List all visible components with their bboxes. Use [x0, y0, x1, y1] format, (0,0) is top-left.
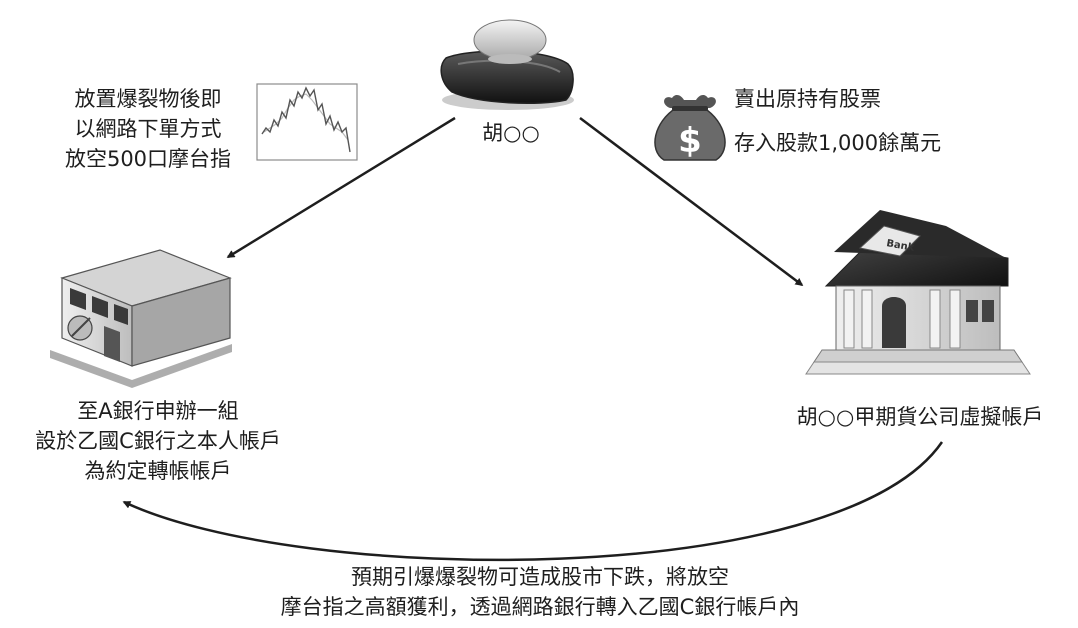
bank-a-caption: 至A銀行申辦一組 設於乙國C銀行之本人帳戶 為約定轉帳帳戶 [18, 396, 298, 486]
note-line: 放置爆裂物後即 [74, 87, 222, 111]
arrow-person-to-bank-a [226, 116, 456, 259]
person-hat-icon [440, 19, 574, 110]
bottom-caption: 預期引爆爆裂物可造成股市下跌，將放空 摩台指之高額獲利，透過網路銀行轉入乙國C銀… [200, 562, 880, 622]
caption-line: 至A銀行申辦一組 [77, 399, 239, 423]
short-sell-note: 放置爆裂物後即 以網路下單方式 放空500口摩台指 [48, 84, 248, 174]
stock-chart-icon [256, 83, 358, 161]
caption-line: 摩台指之高額獲利，透過網路銀行轉入乙國C銀行帳戶內 [280, 595, 800, 619]
svg-text:$: $ [678, 121, 702, 161]
note-line: 存入股款1,000餘萬元 [734, 131, 942, 155]
caption-line: 為約定轉帳帳戶 [84, 459, 232, 483]
money-bag-icon: $ [654, 94, 726, 161]
futures-account-caption: 胡○○甲期貨公司虛擬帳戶 [796, 405, 1044, 429]
arrow-return-curve [122, 441, 944, 562]
note-line: 以網路下單方式 [74, 117, 222, 141]
svg-text:Bank: Bank [885, 238, 915, 254]
caption-line: 預期引爆爆裂物可造成股市下跌，將放空 [351, 565, 729, 589]
note-line: 放空500口摩台指 [64, 147, 232, 171]
person-label: 胡○○ [482, 121, 540, 145]
caption-line: 設於乙國C銀行之本人帳戶 [35, 429, 281, 453]
sell-stock-note: 賣出原持有股票 存入股款1,000餘萬元 [734, 84, 941, 158]
building-icon [50, 249, 232, 388]
note-line: 賣出原持有股票 [734, 87, 881, 111]
bank-icon: Bank [805, 210, 1031, 375]
arrow-person-to-futures-bank [579, 117, 804, 286]
